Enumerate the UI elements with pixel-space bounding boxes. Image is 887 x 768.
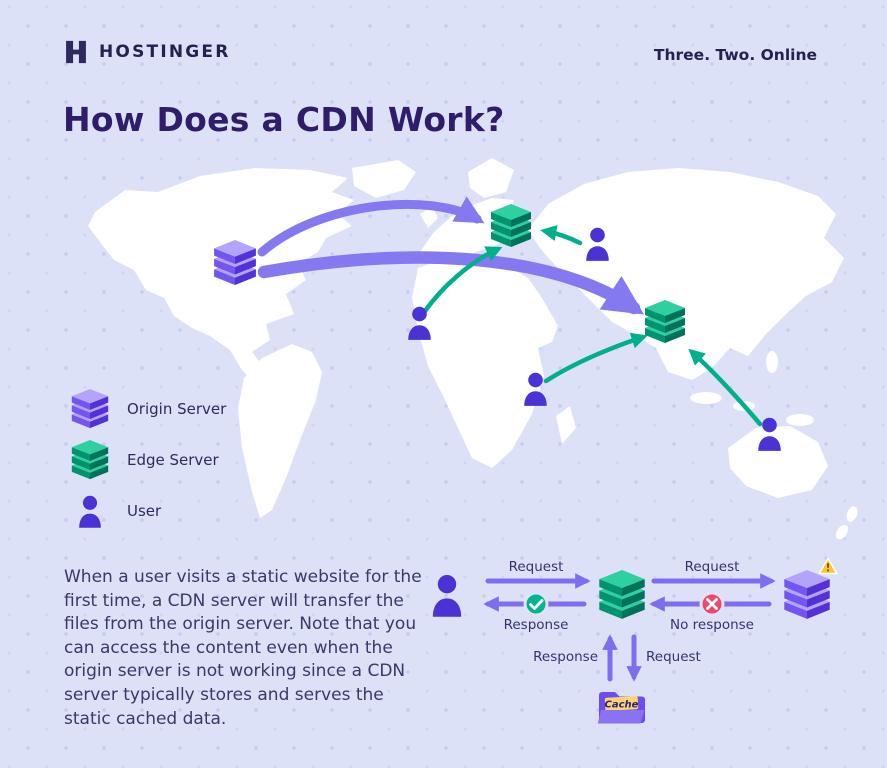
request-edge-to-origin-label: Request xyxy=(684,559,740,575)
edge-server-icon xyxy=(71,440,109,480)
continent-scandinavia xyxy=(468,158,514,198)
user-australia-icon xyxy=(758,417,781,451)
island-sumatra xyxy=(690,392,722,404)
island-new-guinea xyxy=(786,414,814,426)
user-east-africa-to-edge-arrow xyxy=(543,332,648,384)
brand-tagline: Three. Two. Online xyxy=(653,46,817,64)
continents xyxy=(88,158,858,540)
user-icon xyxy=(79,495,101,528)
user-europe-to-edge-arrow xyxy=(540,225,583,246)
no-response-label: No response xyxy=(670,617,754,633)
hostinger-logo-mark-icon xyxy=(66,40,86,64)
warning-icon xyxy=(818,557,838,575)
origin-server-icon xyxy=(71,389,109,429)
island-philippines xyxy=(766,351,778,373)
cache-folder-icon: Cache xyxy=(597,692,645,724)
edge-server-asia-icon xyxy=(645,300,685,343)
map-arrows xyxy=(257,196,763,427)
response-cache-to-edge-label: Response xyxy=(533,649,598,665)
flow-user-icon xyxy=(432,574,462,617)
legend-label: Origin Server xyxy=(127,400,227,418)
island-new-zealand-south xyxy=(835,524,849,540)
user-europe-icon xyxy=(586,227,609,261)
brand-name: HOSTINGER xyxy=(99,42,231,62)
legend-item-edge-server: Edge Server xyxy=(68,439,226,481)
legend-item-origin-server: Origin Server xyxy=(68,388,226,430)
continent-south-america xyxy=(238,344,322,518)
origin-to-europe-edge-arrow xyxy=(257,196,485,257)
flow-origin-server-icon xyxy=(784,570,830,619)
map-legend: Origin Server Edge Server User xyxy=(68,388,226,532)
continent-asia xyxy=(528,168,844,380)
user-australia-to-edge-arrow xyxy=(688,348,763,427)
legend-item-user: User xyxy=(68,490,226,532)
hostinger-logo: HOSTINGER xyxy=(62,38,231,66)
legend-label: User xyxy=(127,502,162,520)
cache-folder-label: Cache xyxy=(605,700,639,711)
user-north-africa-icon xyxy=(408,306,431,340)
continent-british-isles xyxy=(420,206,438,228)
flow-edge-server-icon xyxy=(599,570,645,619)
origin-to-asia-edge-arrow xyxy=(257,251,645,315)
continent-australia xyxy=(728,426,828,498)
response-edge-to-user-label: Response xyxy=(503,617,569,633)
origin-server-map-icon xyxy=(214,240,256,285)
cross-icon xyxy=(699,591,725,617)
island-new-zealand-north xyxy=(846,506,858,522)
edge-server-europe-icon xyxy=(491,204,531,247)
user-north-africa-to-edge-arrow xyxy=(422,246,503,314)
description-text: When a user visits a static website for … xyxy=(64,567,422,729)
page-title: How Does a CDN Work? xyxy=(63,100,505,139)
island-japan xyxy=(799,269,813,295)
check-icon xyxy=(523,591,549,617)
user-east-africa-icon xyxy=(524,372,547,406)
continent-africa xyxy=(412,258,558,468)
request-edge-to-cache-label: Request xyxy=(646,649,701,665)
continent-greenland xyxy=(352,160,416,198)
island-madagascar xyxy=(556,406,576,444)
legend-label: Edge Server xyxy=(127,451,219,469)
request-user-to-edge-label: Request xyxy=(508,559,564,575)
